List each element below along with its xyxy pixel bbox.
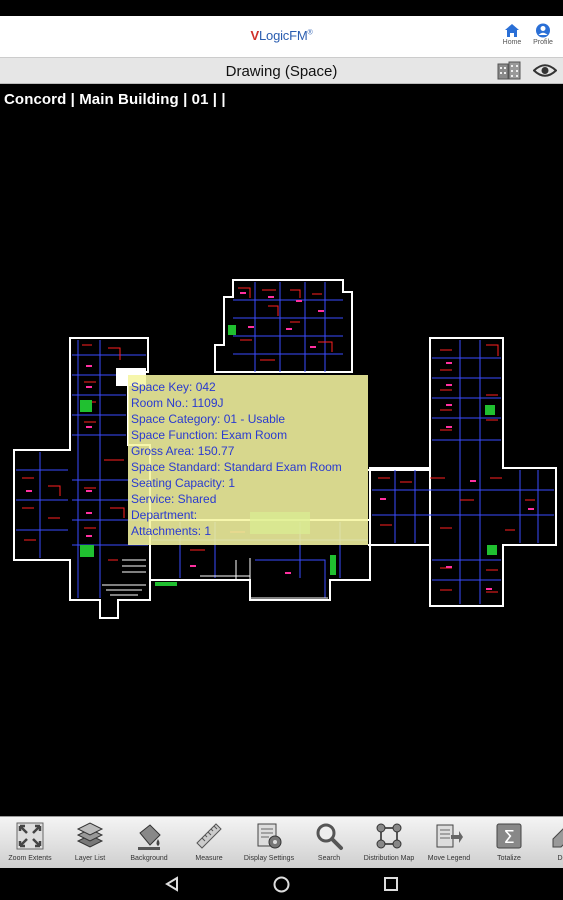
profile-icon [536,23,550,38]
tooltip-line: Seating Capacity: 1 [131,476,236,490]
tooltip-line: Attachments: 1 [131,524,212,538]
tooltip-line: Space Key: 042 [131,380,216,394]
exterior-walls [13,279,557,619]
home-nav-button[interactable] [273,876,290,898]
status-bar [0,0,563,16]
tooltip-line: Space Category: 01 - Usable [131,412,286,426]
zoom-extents-icon [16,822,44,850]
display-settings-icon [257,823,282,849]
recents-icon [384,877,398,891]
stairs [102,558,328,599]
search-button[interactable]: Search [300,821,358,862]
sigma-icon: Σ [496,823,522,849]
space-info-tooltip: Space Key: 042 Room No.: 1109J Space Cat… [128,375,368,545]
tooltip-line: Service: Shared [131,492,217,506]
background-button[interactable]: Background [120,821,178,862]
app-header: VLogicFM® Home Profile [0,16,563,58]
more-icon [552,828,563,848]
move-legend-button[interactable]: Move Legend [420,821,478,862]
tooltip-line: Room No.: 1109J [131,396,224,410]
distribution-map-button[interactable]: Distribution Map [360,821,418,862]
measure-button[interactable]: Measure [180,821,238,862]
app-logo: VLogicFM® [250,28,313,43]
android-nav-bar [0,868,563,900]
eye-icon [532,64,558,77]
layers-icon [76,822,104,848]
more-tool-button[interactable]: De [533,821,563,862]
back-icon [165,876,178,892]
drawing-title: Drawing (Space) [225,63,338,80]
visibility-button[interactable] [532,63,558,83]
tooltip-line: Department: [131,508,198,522]
home-icon [505,24,519,37]
interior-walls-blue [16,282,554,604]
tooltip-line: Space Standard: Standard Exam Room [131,460,342,474]
totalize-button[interactable]: Σ Totalize [480,821,538,862]
distribution-map-icon [376,823,402,849]
room-tags [26,292,534,590]
drawing-toolbar: Zoom Extents Layer List Background Measu… [0,816,563,868]
home-button[interactable]: Home [497,23,527,55]
circle-home-icon [273,876,290,893]
display-settings-button[interactable]: Display Settings [240,821,298,862]
move-legend-icon [436,824,463,848]
search-icon [316,823,343,850]
recents-button[interactable] [383,876,399,897]
layer-list-button[interactable]: Layer List [61,821,119,862]
zoom-extents-button[interactable]: Zoom Extents [1,821,59,862]
ruler-icon [196,823,222,849]
paint-bucket-icon [138,824,161,850]
drawing-subheader: Drawing (Space) [0,58,563,84]
back-button[interactable] [164,876,180,897]
building-icon [497,61,521,80]
buildings-button[interactable] [497,61,521,85]
svg-text:Σ: Σ [503,827,514,848]
breadcrumb: Concord | Main Building | 01 | | [4,91,226,108]
tooltip-line: Space Function: Exam Room [131,428,288,442]
profile-button[interactable]: Profile [528,23,558,55]
tooltip-line: Gross Area: 150.77 [131,444,235,458]
